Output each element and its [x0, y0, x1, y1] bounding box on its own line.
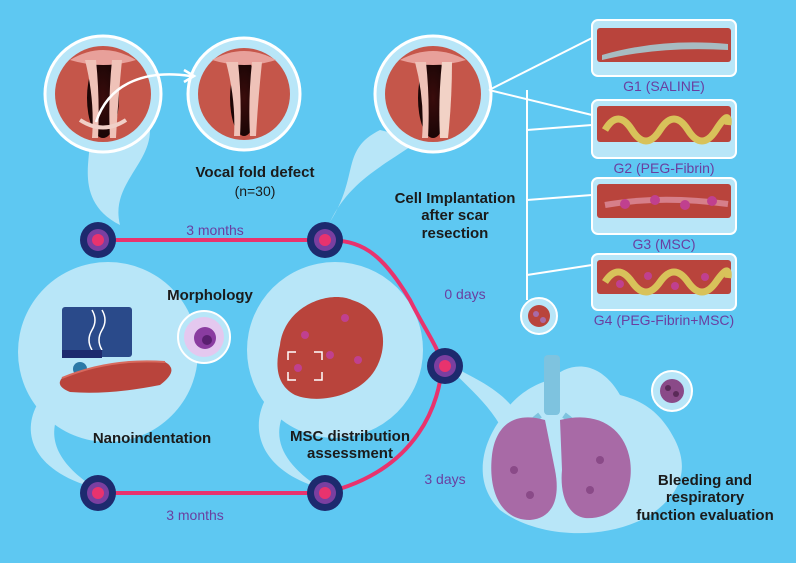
- group-label-g3: G3 (MSC): [632, 236, 696, 252]
- label-msc-distribution-line2: assessment: [307, 445, 393, 463]
- label-vocal-fold-defect: Vocal fold defect: [195, 164, 315, 181]
- group-panel-g1: [591, 19, 737, 77]
- label-cell-implantation-line2: after scar: [421, 207, 489, 225]
- label-cell-implantation-line1: Cell Implantation: [394, 190, 516, 207]
- label-nanoindentation: Nanoindentation: [92, 430, 212, 447]
- lung-inset-top: [528, 305, 550, 327]
- label-msc-distribution: MSC distribution assessment: [280, 428, 420, 463]
- arrow-head: [183, 68, 197, 84]
- label-bleeding: Bleeding and respiratory function evalua…: [630, 472, 780, 524]
- label-morphology: Morphology: [167, 287, 253, 304]
- lungs-illustration: [491, 355, 631, 520]
- larynx-view-defect: [55, 46, 151, 142]
- group-connectors: [488, 37, 593, 300]
- timeline-node-4: [307, 475, 343, 511]
- timeline-node-1: [80, 222, 116, 258]
- label-msc-distribution-line1: MSC distribution: [290, 428, 410, 445]
- label-cell-implantation: Cell Implantation after scar resection: [380, 190, 530, 242]
- group-label-g2: G2 (PEG-Fibrin): [613, 160, 715, 176]
- label-bleeding-line1: Bleeding and: [657, 472, 753, 489]
- transition-arrow: [94, 73, 191, 123]
- group-label-g1: G1 (SALINE): [623, 78, 705, 94]
- label-bleeding-line2: respiratory: [665, 489, 745, 507]
- group-panel-g2: [591, 99, 737, 159]
- group-panel-g4: [591, 253, 737, 311]
- timeline-node-5: [80, 475, 116, 511]
- msc-tissue-illustration: [277, 297, 384, 399]
- group-label-g4: G4 (PEG-Fibrin+MSC): [593, 312, 735, 328]
- group-panel-g3: [591, 177, 737, 235]
- interval-bottom: 3 months: [166, 507, 224, 523]
- larynx-view-scar: [198, 48, 290, 140]
- cell-inset-illustration: [184, 317, 224, 357]
- label-cell-implantation-line3: resection: [421, 224, 489, 242]
- timeline-node-3: [427, 348, 463, 384]
- lung-inset-right: [660, 379, 684, 403]
- label-bleeding-line3: function evaluation: [636, 506, 774, 524]
- interval-zero-days: 0 days: [444, 286, 486, 302]
- label-sample-size: (n=30): [234, 183, 276, 199]
- interval-top: 3 months: [186, 222, 244, 238]
- interval-three-days: 3 days: [424, 471, 466, 487]
- timeline-node-2: [307, 222, 343, 258]
- larynx-view-implant: [385, 46, 481, 142]
- nanoindenter-illustration: [59, 307, 172, 393]
